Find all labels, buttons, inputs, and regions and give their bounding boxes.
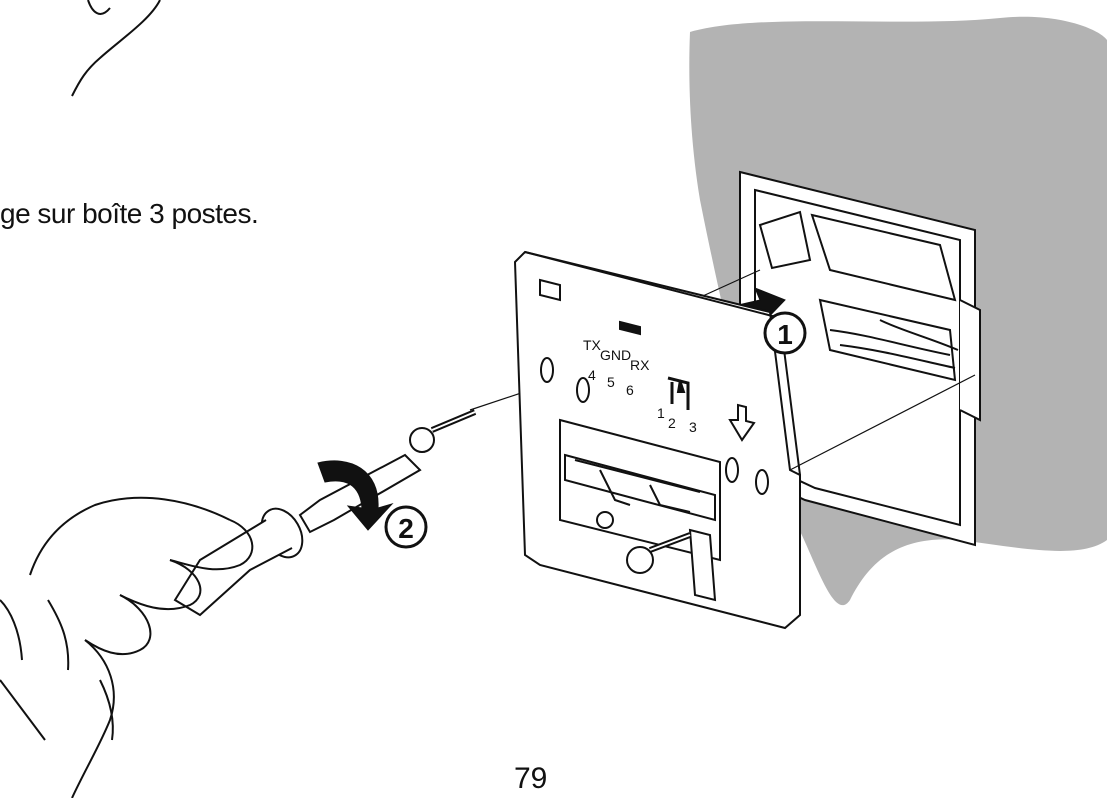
screw-upper xyxy=(409,409,477,453)
caption-text: ge sur boîte 3 postes. xyxy=(0,198,259,229)
step-marker-1-label: 1 xyxy=(777,319,793,350)
jumper-labels: 1 2 3 xyxy=(657,405,697,435)
terminal-label-4: 4 xyxy=(588,367,596,383)
page-number: 79 xyxy=(514,762,548,795)
screwdriver xyxy=(173,453,422,617)
step-marker-2-label: 2 xyxy=(398,513,414,544)
jumper-label-2: 2 xyxy=(668,415,676,431)
jumper-label-3: 3 xyxy=(689,419,697,435)
screw-lower xyxy=(626,532,692,574)
hand-sketch xyxy=(0,496,254,798)
terminal-label-gnd: GND xyxy=(600,347,631,363)
upper-hand-sketch xyxy=(71,0,161,97)
terminal-label-tx: TX xyxy=(583,337,602,353)
step-marker-2: 2 xyxy=(384,505,428,549)
step-marker-1: 1 xyxy=(763,311,807,355)
terminal-labels: TX GND RX 4 5 6 xyxy=(583,337,650,398)
mounting-plate xyxy=(513,250,801,630)
terminal-label-5: 5 xyxy=(607,374,615,390)
jumper-label-1: 1 xyxy=(657,405,665,421)
wall-box xyxy=(739,170,981,547)
rotation-arrow xyxy=(317,460,394,531)
terminal-label-rx: RX xyxy=(630,357,650,373)
terminal-label-6: 6 xyxy=(626,382,634,398)
